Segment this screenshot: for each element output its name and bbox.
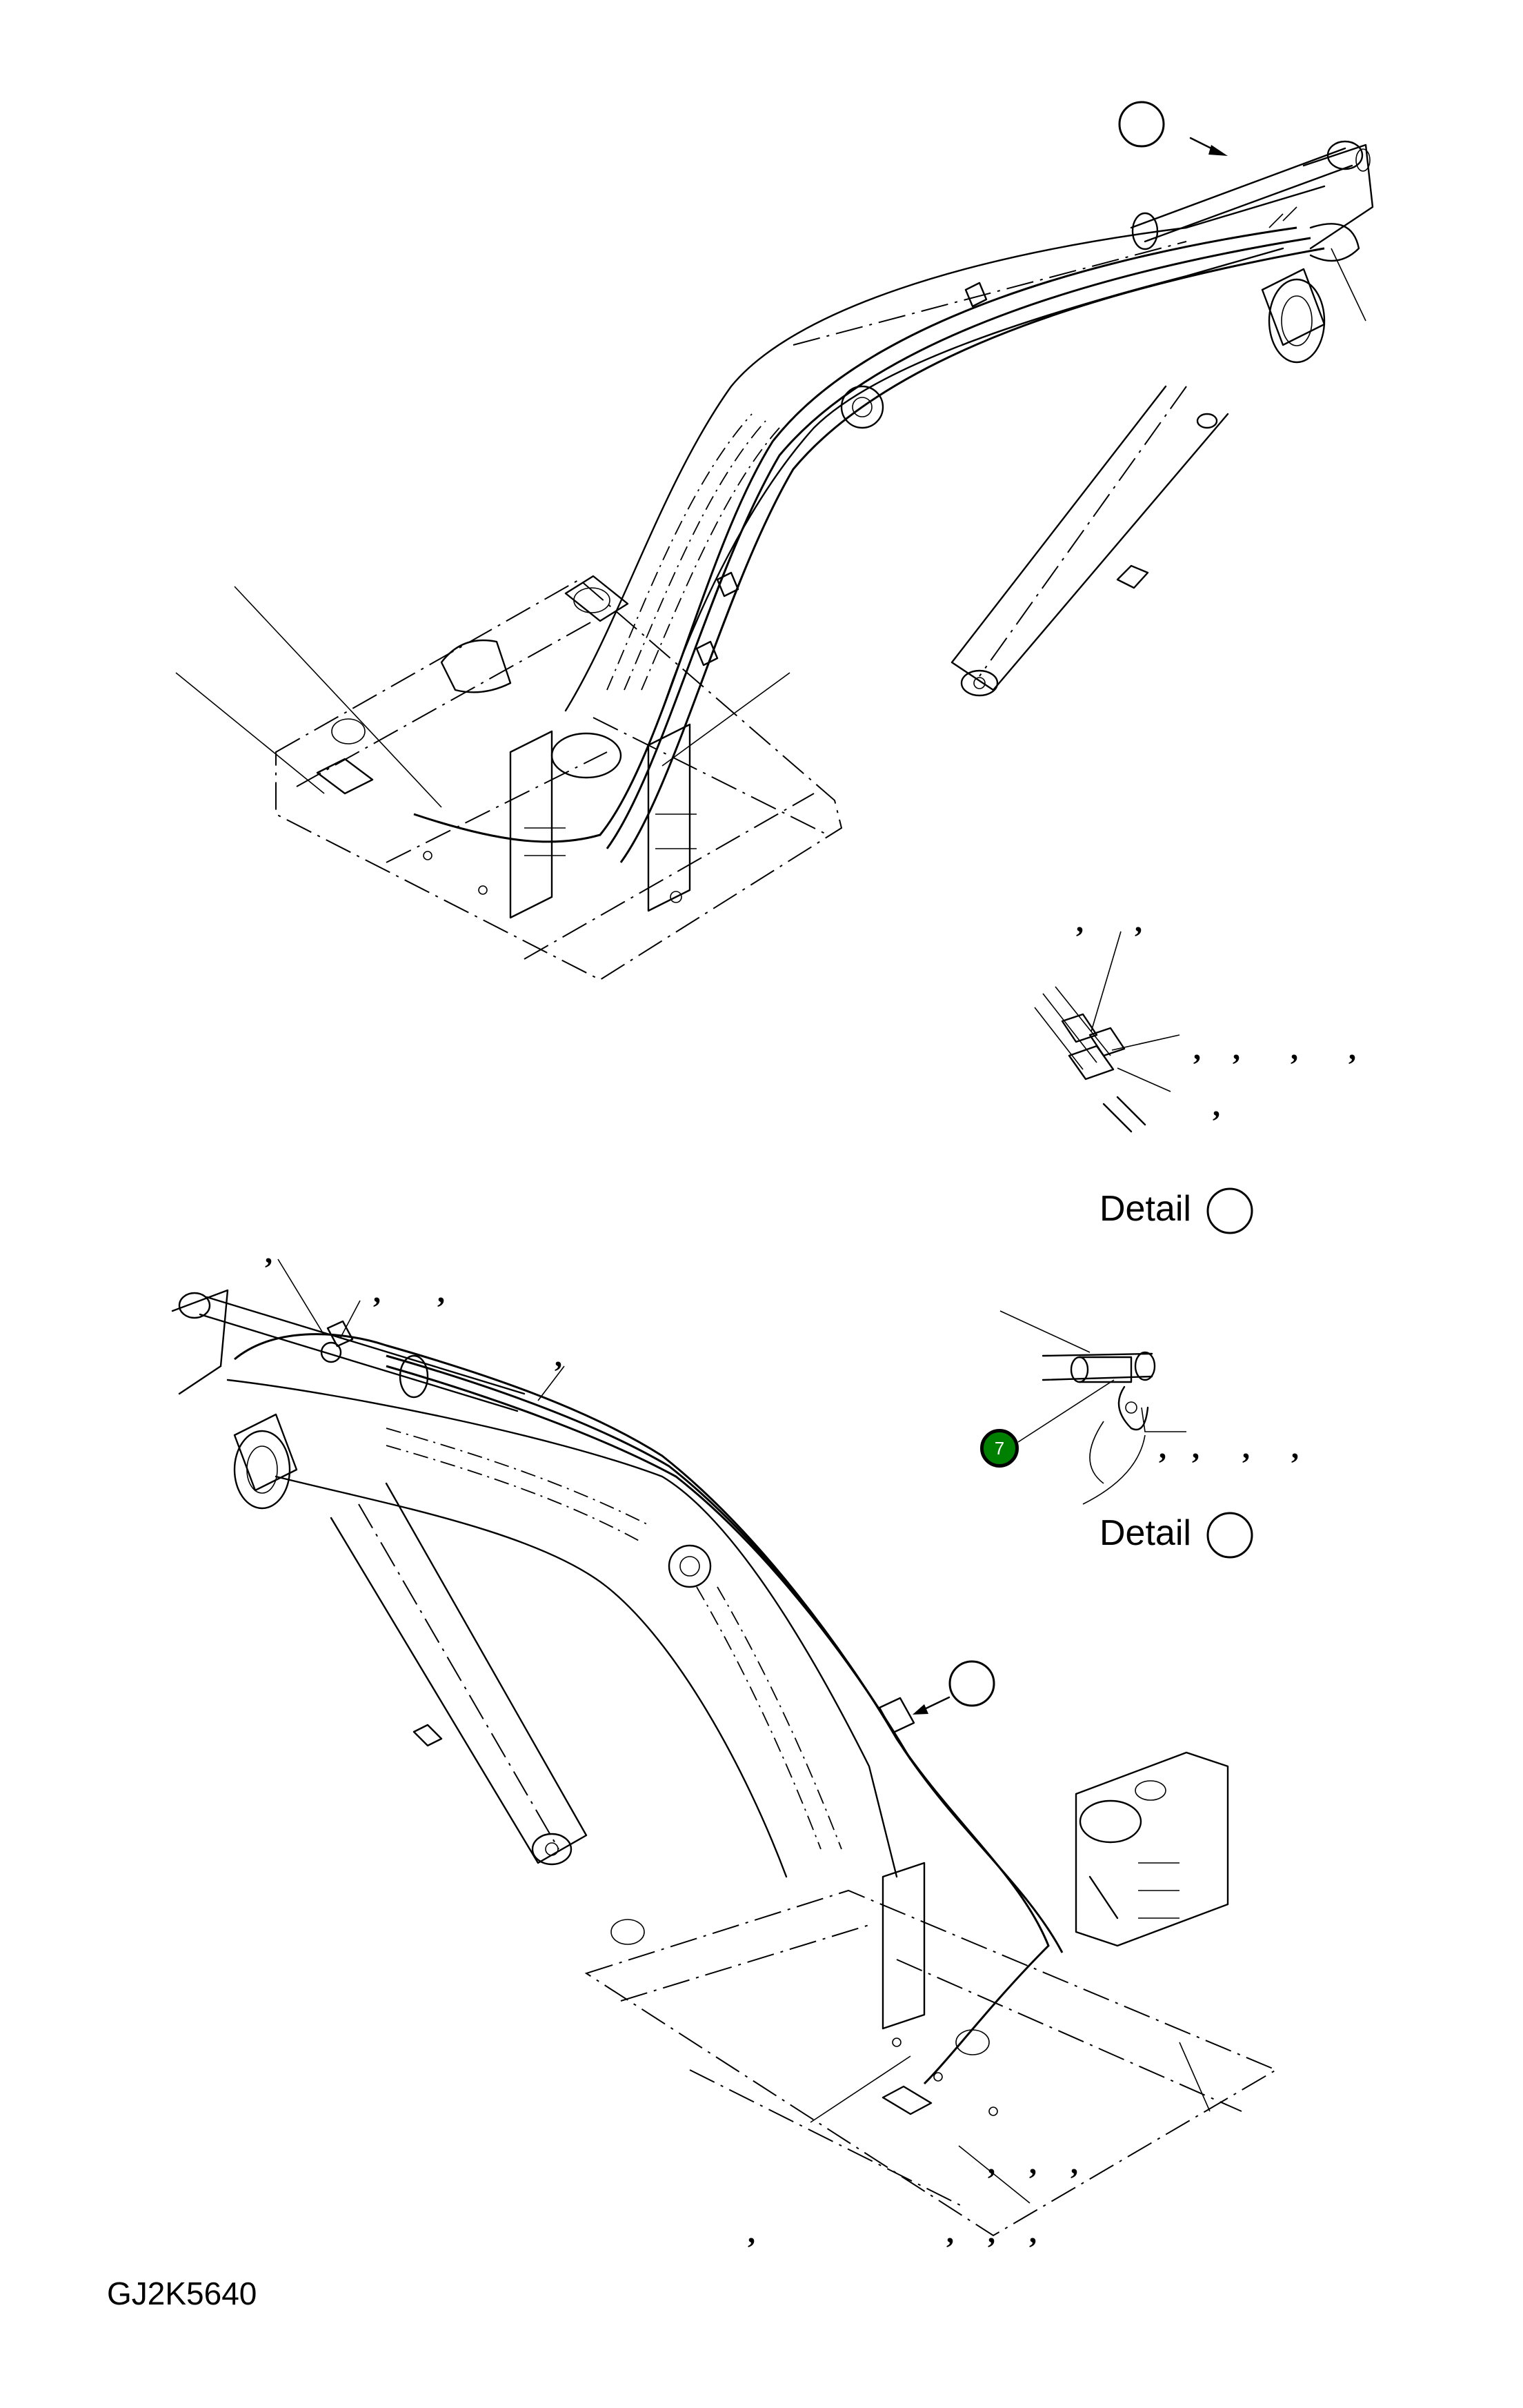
- separator: ,: [1291, 1431, 1299, 1465]
- lower-boom: [226, 1379, 898, 1878]
- separator: ,: [946, 2215, 954, 2249]
- upper-boom-cylinder: [1130, 140, 1374, 250]
- separator: ,: [748, 2215, 755, 2249]
- lower-assembly: [171, 1259, 1278, 2237]
- lower-leader-lines: [277, 1259, 1211, 2204]
- separator: ,: [373, 1275, 381, 1309]
- separator: ,: [555, 1339, 562, 1373]
- detail-circle-upper: [1206, 1187, 1253, 1234]
- lower-boom-cylinder: [171, 1289, 526, 1412]
- lower-frame: [584, 1751, 1278, 2237]
- figure-id: GJ2K5640: [107, 2276, 257, 2311]
- separator: ,: [1348, 1032, 1356, 1066]
- separator: ,: [1071, 2147, 1078, 2180]
- separator: ,: [988, 2215, 995, 2249]
- separator: ,: [265, 1236, 272, 1270]
- callout-badge-7[interactable]: 7: [980, 1429, 1019, 1468]
- upper-hoses: [413, 206, 1360, 863]
- upper-boom: [564, 185, 1326, 712]
- separator: ,: [1233, 1032, 1240, 1066]
- separator: ,: [1193, 1032, 1201, 1066]
- upper-detail-inset: [1034, 931, 1180, 1133]
- separator: ,: [1192, 1431, 1200, 1465]
- separator: ,: [1135, 905, 1142, 938]
- upper-assembly: [175, 137, 1374, 981]
- detail-label-upper: Detail: [1099, 1189, 1191, 1229]
- view-arrow-circle-bottom: [948, 1660, 995, 1707]
- upper-frame: [275, 575, 843, 981]
- lower-detail-inset: [999, 1310, 1186, 1505]
- separator: ,: [1242, 1431, 1250, 1465]
- detail-label-middle: Detail: [1099, 1513, 1191, 1553]
- separator: ,: [988, 2147, 995, 2180]
- lower-hoses: [234, 1320, 1064, 2085]
- lower-stick: [233, 1413, 588, 1866]
- detail-circle-middle: [1206, 1512, 1253, 1559]
- view-arrow-circle-top: [1118, 101, 1165, 148]
- separator: ,: [1213, 1089, 1220, 1123]
- separator: ,: [1159, 1431, 1166, 1465]
- bottom-view-arrow: [913, 1696, 950, 1715]
- callout-badge-number: 7: [994, 1437, 1005, 1459]
- separator: ,: [1029, 2215, 1037, 2249]
- upper-stick: [950, 268, 1326, 697]
- separator: ,: [1076, 905, 1084, 938]
- separator: ,: [1291, 1032, 1298, 1066]
- separator: ,: [1029, 2147, 1037, 2180]
- top-view-arrow: [1189, 137, 1228, 156]
- upper-leader-lines: [175, 248, 1366, 808]
- separator: ,: [437, 1275, 445, 1309]
